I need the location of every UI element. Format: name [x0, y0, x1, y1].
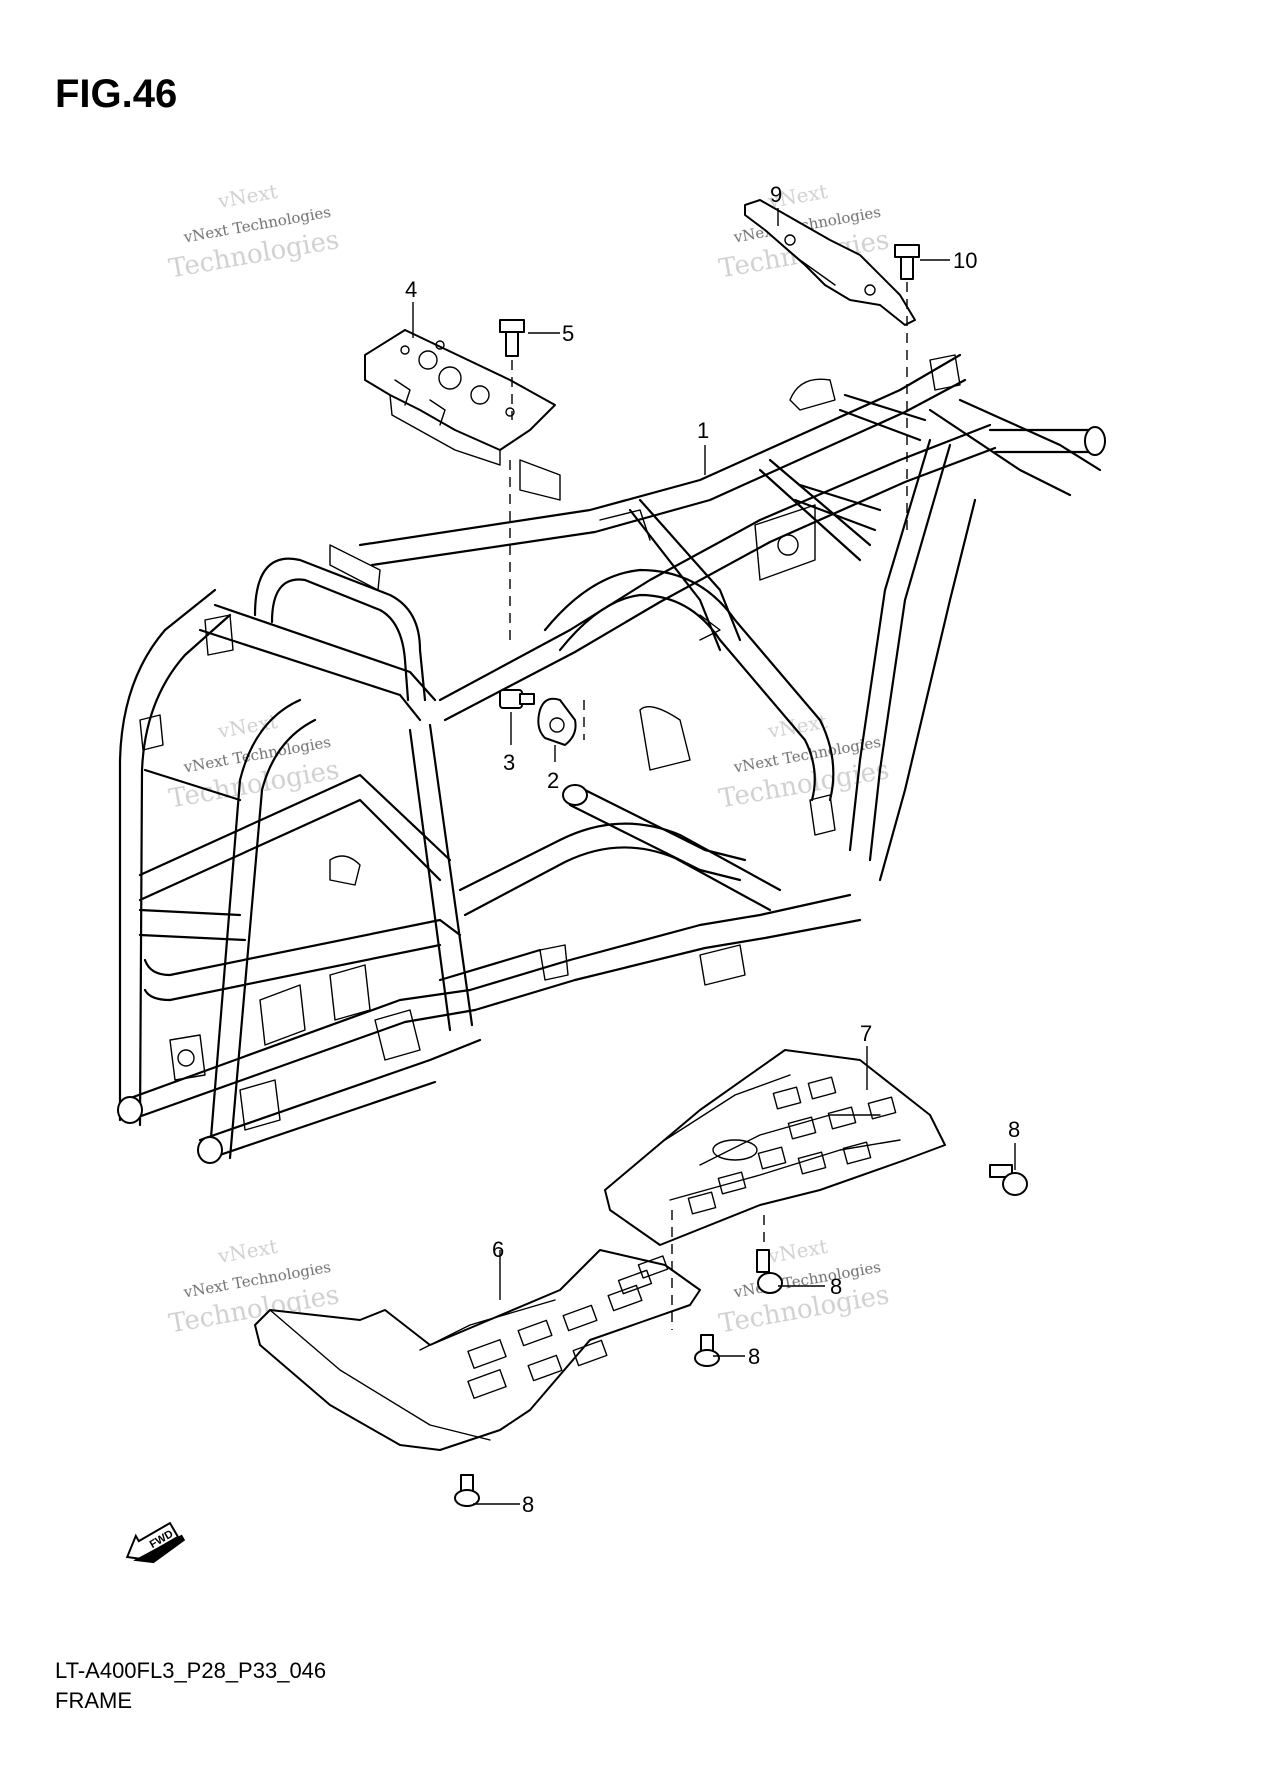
callout-4: 4: [405, 277, 417, 302]
bolt-part-8-lower: [694, 1334, 720, 1367]
svg-text:vNext: vNext: [215, 709, 279, 743]
watermark-low-mid: vNext vNext Technologies Technologies: [717, 1234, 892, 1340]
figure-title: FIG.46: [55, 72, 178, 116]
bolt-part-8-right: [989, 1164, 1028, 1196]
callout-2: 2: [547, 768, 559, 793]
carrier-plate-part-4: [364, 329, 556, 466]
callout-8-mid: 8: [830, 1274, 842, 1299]
callout-8-right: 8: [1008, 1117, 1020, 1142]
callout-10: 10: [953, 248, 977, 273]
callout-1: 1: [697, 418, 709, 443]
callout-3: 3: [503, 750, 515, 775]
svg-text:vNext: vNext: [215, 179, 279, 213]
front-bracket-part-9: [744, 199, 916, 326]
bolt-part-8-bottom: [454, 1474, 480, 1507]
svg-text:vNext: vNext: [765, 1234, 829, 1268]
callout-7: 7: [860, 1021, 872, 1046]
callout-5: 5: [562, 321, 574, 346]
callout-numbers: 1 2 3 4 5 6 7 8 8 8 8 9 10: [405, 182, 1020, 1517]
svg-text:vNext: vNext: [215, 1234, 279, 1268]
callout-6: 6: [492, 1237, 504, 1262]
bolt-part-10: [894, 244, 920, 280]
bolt-part-3: [499, 689, 535, 709]
skid-plate-part-7: [604, 1049, 946, 1246]
skid-plate-part-6: [254, 1249, 701, 1451]
watermark-top-left: vNext vNext Technologies Technologies: [167, 179, 342, 285]
plate-part-2: [537, 697, 577, 746]
bolt-part-5: [499, 319, 525, 357]
leader-lines: [412, 208, 1016, 1505]
svg-text:vNext: vNext: [765, 709, 829, 743]
assembly-dash-lines: [509, 282, 908, 1330]
callout-8-lower: 8: [748, 1344, 760, 1369]
fwd-arrow-icon: FWD: [125, 1521, 186, 1564]
callout-9: 9: [770, 182, 782, 207]
diagram-code-label: LT-A400FL3_P28_P33_046: [55, 1658, 327, 1683]
watermark-mid-left: vNext vNext Technologies Technologies: [167, 709, 342, 815]
watermark-mid-mid: vNext vNext Technologies Technologies: [717, 709, 892, 815]
main-frame-part-1: [117, 353, 1106, 1164]
bolt-part-8-mid: [756, 1249, 783, 1294]
diagram-name-label: FRAME: [55, 1688, 132, 1713]
callout-8-bottom: 8: [522, 1492, 534, 1517]
